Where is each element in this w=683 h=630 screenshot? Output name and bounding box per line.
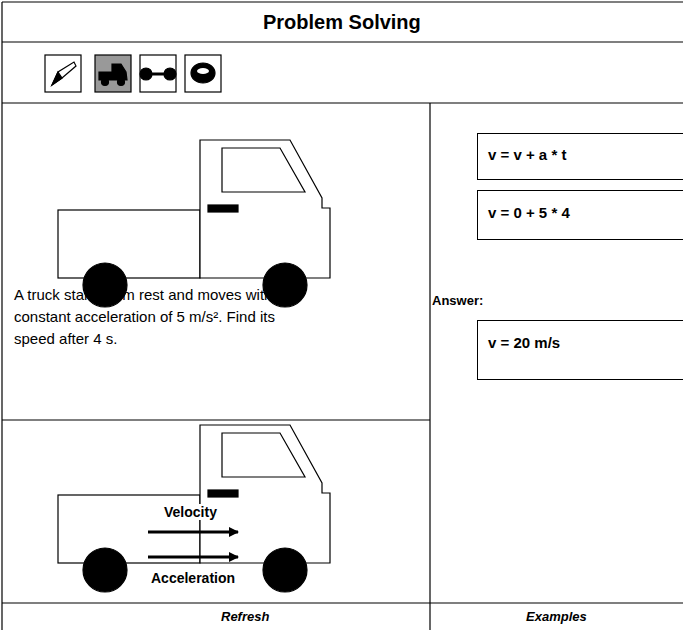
vector-label: Acceleration	[149, 570, 237, 586]
answer-box: v = 20 m/s	[477, 320, 683, 380]
formula-text: v = 0 + 5 * 4	[488, 203, 683, 223]
problem-text: A truck starts from rest and moves with …	[10, 280, 310, 370]
answer-label: Answer:	[432, 293, 483, 308]
formula-text: v = v + a * t	[488, 145, 683, 165]
nav-button: Examples	[526, 609, 587, 624]
formula-box: v = v + a * t	[477, 133, 683, 180]
page-title: Problem Solving	[263, 11, 421, 34]
formula-box: v = 0 + 5 * 4	[477, 190, 683, 240]
nav-button: Refresh	[221, 609, 269, 624]
problem-statement: A truck starts from rest and moves with …	[14, 284, 306, 350]
vector-label: Velocity	[162, 504, 219, 520]
formula-text: v = 20 m/s	[488, 333, 683, 353]
